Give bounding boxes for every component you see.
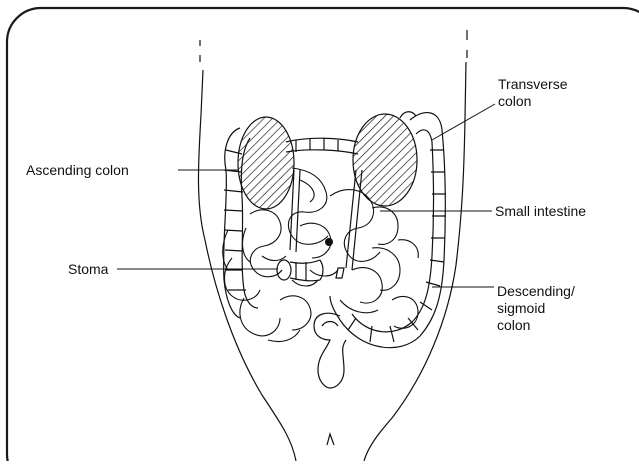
label-small-intestine: Small intestine xyxy=(495,203,586,220)
hatched-region-left xyxy=(353,114,417,206)
torso-outline xyxy=(198,30,467,461)
transverse-colon-drawing xyxy=(286,138,358,154)
label-descending-sigmoid-colon: Descending/ sigmoid colon xyxy=(497,283,575,334)
tubes xyxy=(290,170,362,278)
leader-transverse-colon xyxy=(432,104,495,140)
leader-lines xyxy=(117,104,495,287)
umbilicus xyxy=(325,238,333,246)
label-transverse-colon: Transverse colon xyxy=(498,76,568,110)
rectum-drawing xyxy=(314,313,346,388)
label-stoma: Stoma xyxy=(68,261,108,278)
hatched-region-right xyxy=(238,117,294,209)
stoma-drawing xyxy=(277,260,323,281)
label-ascending-colon: Ascending colon xyxy=(26,162,129,179)
